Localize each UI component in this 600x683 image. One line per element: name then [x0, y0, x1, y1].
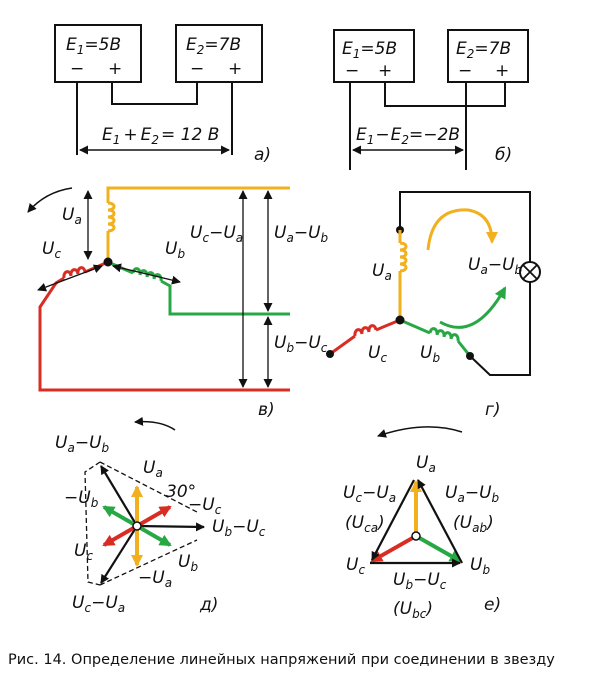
neutral-point-g: [395, 315, 405, 325]
uc-vector: [102, 524, 138, 547]
ub-uc-label-e: Ub−Uc: [393, 570, 447, 592]
battery-e1-b: [333, 29, 415, 83]
ub-uc-vector: [136, 522, 205, 532]
wiring-a: [76, 82, 233, 155]
current-arrow-green: [439, 286, 507, 329]
neg-uc-vector: [136, 505, 172, 528]
ub-label-e: Ub: [470, 555, 490, 577]
panel-v: Ua Uc Ub Uc−Ua Ua−Ub Ub−Uc в): [27, 186, 329, 420]
current-arrow-yellow: [426, 208, 498, 251]
ub-label-g: Ub: [420, 343, 440, 365]
rotation-arrow-e: [377, 426, 463, 438]
e2-minus: −: [190, 59, 204, 79]
battery-e1: [54, 24, 142, 83]
coil-b-g: [428, 327, 460, 342]
panel-v-letter: в): [258, 400, 275, 420]
ua-label-g: Ua: [372, 261, 392, 283]
neg-ua-label: −Ua: [138, 568, 172, 590]
panel-b: E1=5В − + E2=7В − + E1−E2=−2В б): [333, 29, 529, 170]
panel-g: Ua Uc Ub Ua−Ub г): [326, 191, 541, 420]
rotation-arrow-v: [27, 187, 73, 213]
neg-uc-label: −Uc: [188, 495, 222, 517]
panel-d-letter: д): [199, 595, 218, 615]
e1-plus: +: [108, 59, 122, 79]
uc-label-e: Uc: [346, 555, 365, 577]
ua-ub-label-d: Ua−Ub: [55, 433, 110, 455]
uc-ua-label-e: Uc−Ua: [343, 483, 396, 505]
wiring-b: [349, 82, 506, 170]
panel-b-letter: б): [495, 145, 512, 165]
ub-vector: [136, 524, 172, 547]
ua-ub-label: Ua−Ub: [274, 223, 329, 245]
phase-b-wire: [160, 279, 290, 316]
uca-label: (Uca): [345, 513, 385, 535]
e1-label-b: E1=5В: [342, 39, 397, 61]
e2-plus: +: [228, 59, 242, 79]
ua-ub-vector: [100, 465, 138, 527]
panel-e-letter: е): [484, 595, 501, 615]
phase-a-coil: [107, 201, 116, 233]
battery-e2-b: [447, 29, 529, 83]
uc-label-d: Uc: [74, 541, 93, 563]
panel-e: Ua Uc−Ua (Uca) Ua−Ub (Uab) Uc Ub Ub−Uc (…: [343, 426, 501, 621]
uc-arrow-v: [37, 264, 103, 292]
uc-ua-side: [371, 479, 415, 561]
battery-e2: [175, 24, 263, 83]
e1-label: E1=5В: [66, 35, 121, 57]
uab-label: (Uab): [453, 513, 494, 535]
e2-label-b: E2=7В: [456, 39, 511, 61]
ua-ub-side: [417, 479, 463, 564]
coil-a-g: [399, 241, 408, 273]
uc-label-v: Uc: [42, 239, 61, 261]
rotation-arrow-d: [134, 416, 176, 431]
ub-vector-e: [415, 534, 462, 563]
panel-a: E1=5В − + E2=7В − + E1+E2= 12 В а): [54, 24, 271, 165]
uc-label-g: Uc: [368, 343, 387, 365]
ub-uc-label-d: Ub−Uc: [212, 517, 266, 539]
e1-minus-b: −: [345, 61, 359, 81]
sum-label: E1+E2= 12 В: [102, 125, 219, 147]
ubc-label: (Ubc): [393, 599, 433, 621]
uc-ua-label-d: Uc−Ua: [72, 593, 125, 615]
e2-label: E2=7В: [186, 35, 241, 57]
ub-label-d: Ub: [178, 552, 198, 574]
ua-label-d: Ua: [143, 458, 163, 480]
ub-uc-label: Ub−Uc: [274, 333, 328, 355]
neg-ub-label: −Ub: [64, 488, 99, 510]
e2-plus-b: +: [495, 61, 509, 81]
phase-b-coil: [131, 267, 163, 282]
e2-minus-b: −: [458, 61, 472, 81]
uc-ua-label: Uc−Ua: [190, 223, 243, 245]
diff-label: E1−E2=−2В: [356, 125, 460, 147]
ub-arrow-v: [112, 263, 181, 285]
e1-plus-b: +: [378, 61, 392, 81]
phase-c-wire: [38, 276, 290, 392]
panel-a-letter: а): [254, 145, 271, 165]
figure-caption: Рис. 14. Определение линейных напряжений…: [8, 652, 555, 668]
ua-ub-label-e: Ua−Ub: [445, 483, 500, 505]
coil-c-g: [353, 324, 378, 337]
phase-a-wire: [106, 186, 290, 203]
origin-d: [132, 521, 142, 531]
ua-label-v: Ua: [62, 205, 82, 227]
lamp-circuit: [399, 191, 531, 376]
angle-label: 30°: [166, 482, 196, 502]
e1-minus: −: [70, 59, 84, 79]
ua-label-e: Ua: [416, 453, 436, 475]
origin-e: [411, 531, 421, 541]
ua-ub-label-g: Ua−Ub: [468, 255, 523, 277]
panel-d: Ua−Ub Ua 30° −Ub −Uc Ub−Uc Uc Ub −Ua Uc−…: [55, 416, 266, 615]
ub-label-v: Ub: [165, 239, 185, 261]
panel-g-letter: г): [485, 400, 501, 420]
neg-ub-vector: [102, 505, 138, 528]
neutral-point-v: [103, 257, 113, 267]
uc-ua-vector: [100, 525, 138, 584]
